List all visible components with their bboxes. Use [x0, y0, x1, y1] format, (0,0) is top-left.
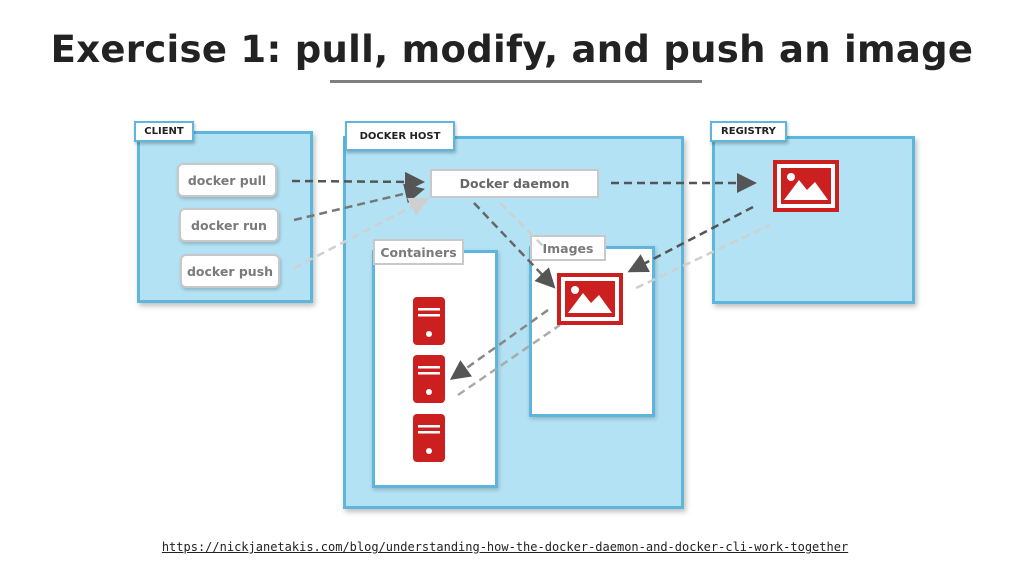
docker-push-command: docker push: [180, 254, 280, 288]
client-label: CLIENT: [134, 121, 194, 142]
arrow-push-to-daemon: [293, 197, 430, 270]
arrow-pull-to-daemon: [291, 171, 425, 192]
arrow-container-to-image: [457, 323, 561, 397]
docker-run-command: docker run: [179, 208, 279, 242]
arrow-image-to-container: [449, 308, 549, 380]
image-icon: [557, 273, 623, 325]
arrow-registry-to-image: [627, 205, 754, 273]
images-label: Images: [530, 235, 606, 261]
containers-label: Containers: [373, 239, 464, 265]
title-underline: [330, 80, 702, 83]
server-icon: [413, 355, 445, 403]
server-icon: [413, 297, 445, 345]
registry-label: REGISTRY: [710, 121, 787, 142]
arrow-daemon-to-image: [473, 202, 556, 289]
arrow-daemon-to-image-light: [499, 202, 546, 249]
arrow-run-to-daemon: [293, 183, 425, 222]
server-icon: [413, 414, 445, 462]
source-link[interactable]: https://nickjanetakis.com/blog/understan…: [161, 540, 849, 554]
docker-pull-command: docker pull: [177, 163, 277, 197]
arrow-image-to-registry: [635, 223, 771, 290]
docker-host-label: DOCKER HOST: [345, 121, 455, 151]
slide-title: Exercise 1: pull, modify, and push an im…: [50, 28, 974, 71]
docker-daemon-box: Docker daemon: [430, 169, 599, 198]
image-icon: [773, 160, 839, 212]
